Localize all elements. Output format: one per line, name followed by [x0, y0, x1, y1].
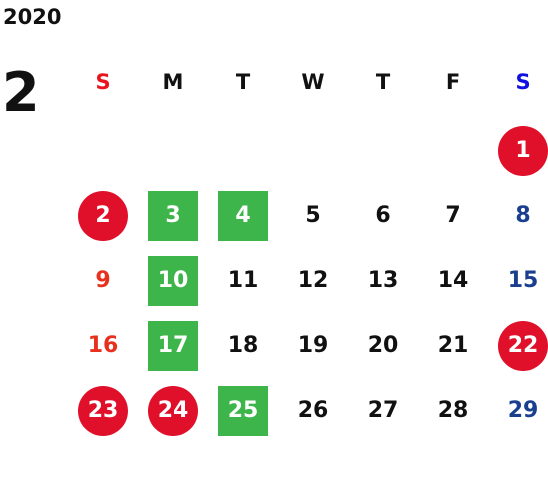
day-closed: 25	[218, 385, 268, 436]
day-cell: 24	[138, 378, 208, 443]
weekday-thursday: T	[375, 70, 391, 94]
day-cell: 10	[138, 248, 208, 313]
day-normal: 19	[297, 332, 329, 358]
day-normal: 15	[507, 267, 539, 293]
day-cell: 18	[208, 313, 278, 378]
day-cell: 14	[418, 248, 488, 313]
year-label: 2020	[3, 5, 62, 29]
weekday-monday: M	[162, 70, 184, 94]
weekday-wednesday: W	[301, 70, 325, 94]
day-cell: 13	[348, 248, 418, 313]
day-normal: 27	[367, 397, 399, 423]
day-normal: 13	[367, 267, 399, 293]
day-cell: 6	[348, 183, 418, 248]
day-closed: 4	[218, 190, 268, 241]
day-cell: 28	[418, 378, 488, 443]
day-cell: 20	[348, 313, 418, 378]
day-normal: 14	[437, 267, 469, 293]
day-normal: 26	[297, 397, 329, 423]
weekday-header: S M T W T F S	[68, 64, 548, 100]
weekday-friday: F	[445, 70, 461, 94]
day-normal: 29	[507, 397, 539, 423]
day-cell: 4	[208, 183, 278, 248]
day-cell: 25	[208, 378, 278, 443]
month-label: 2	[2, 61, 40, 124]
day-holiday: 22	[498, 320, 548, 371]
day-normal: 20	[367, 332, 399, 358]
day-cell: 8	[488, 183, 548, 248]
day-cell: 15	[488, 248, 548, 313]
day-closed: 10	[148, 255, 198, 306]
day-cell: 26	[278, 378, 348, 443]
day-closed: 17	[148, 320, 198, 371]
day-normal: 18	[227, 332, 259, 358]
day-cell: 11	[208, 248, 278, 313]
day-normal: 9	[95, 267, 111, 293]
day-cell: 16	[68, 313, 138, 378]
day-cell: 9	[68, 248, 138, 313]
day-cell: 12	[278, 248, 348, 313]
weekday-tuesday: T	[235, 70, 251, 94]
day-cell: 19	[278, 313, 348, 378]
day-cell	[348, 118, 418, 183]
day-normal: 12	[297, 267, 329, 293]
day-holiday: 2	[78, 190, 128, 241]
day-normal: 6	[375, 202, 391, 228]
day-normal: 28	[437, 397, 469, 423]
day-normal: 8	[515, 202, 531, 228]
weekday-saturday: S	[515, 70, 531, 94]
day-cell: 5	[278, 183, 348, 248]
day-holiday: 23	[78, 385, 128, 436]
day-normal: 11	[227, 267, 259, 293]
day-cell: 27	[348, 378, 418, 443]
day-cell: 22	[488, 313, 548, 378]
day-cell: 23	[68, 378, 138, 443]
day-cell: 7	[418, 183, 488, 248]
day-normal: 5	[305, 202, 321, 228]
day-holiday: 1	[498, 125, 548, 176]
day-cell: 29	[488, 378, 548, 443]
day-cell: 1	[488, 118, 548, 183]
day-normal: 7	[445, 202, 461, 228]
day-holiday: 24	[148, 385, 198, 436]
day-cell	[418, 118, 488, 183]
weekday-sunday: S	[95, 70, 111, 94]
day-cell: 17	[138, 313, 208, 378]
day-normal: 21	[437, 332, 469, 358]
day-closed: 3	[148, 190, 198, 241]
day-cell: 2	[68, 183, 138, 248]
day-cell	[208, 118, 278, 183]
day-cell: 21	[418, 313, 488, 378]
day-normal: 16	[87, 332, 119, 358]
day-cell	[138, 118, 208, 183]
day-cell: 3	[138, 183, 208, 248]
day-cell	[278, 118, 348, 183]
day-cell	[68, 118, 138, 183]
